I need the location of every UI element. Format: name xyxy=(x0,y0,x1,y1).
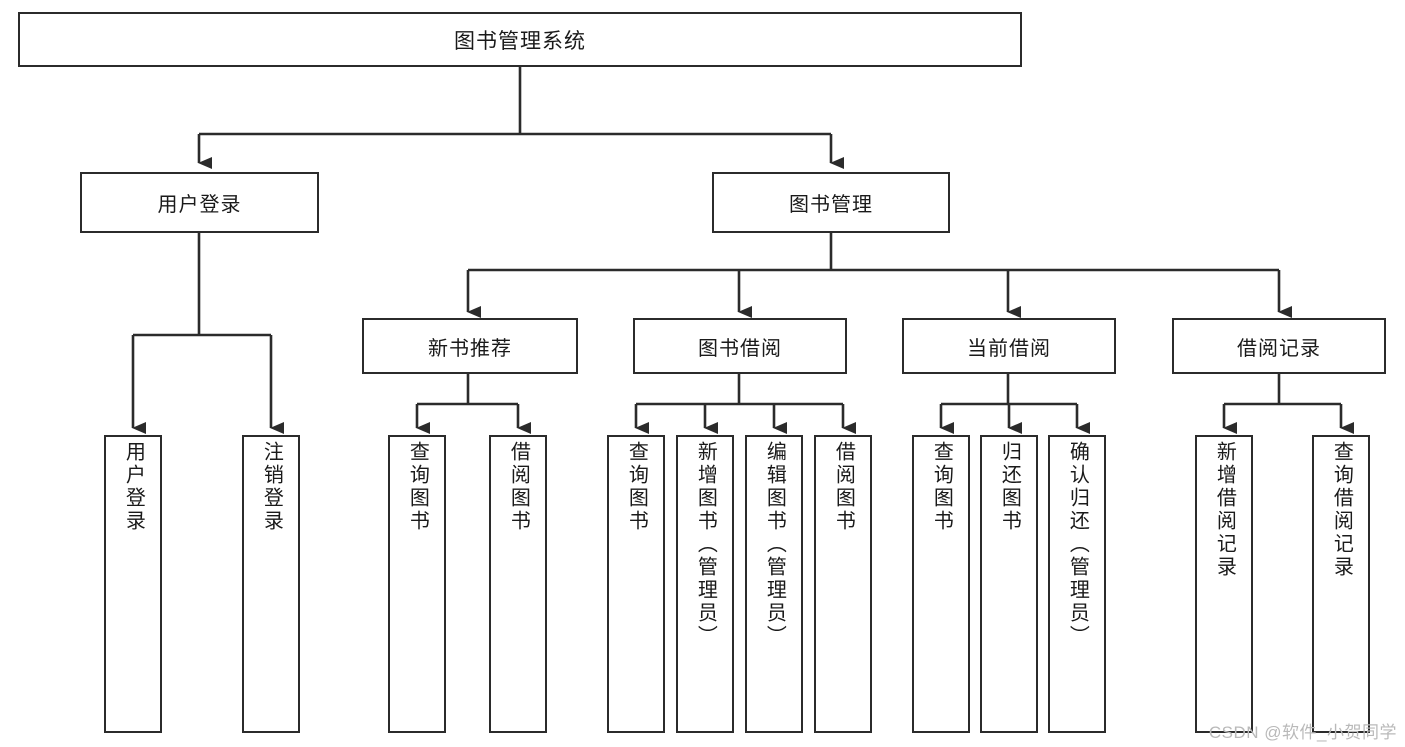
node-root-label: 图书管理系统 xyxy=(454,29,586,53)
leaf-confirm-return[interactable]: 确认归还（管理员） xyxy=(1048,435,1106,733)
leaf-query-book-2-label: 查询图书 xyxy=(625,441,648,533)
leaf-user-login-label: 用户登录 xyxy=(122,441,145,533)
leaf-borrow-book-1-label: 借阅图书 xyxy=(507,441,530,533)
node-book-manage-label: 图书管理 xyxy=(789,194,873,216)
node-borrow-record[interactable]: 借阅记录 xyxy=(1172,318,1386,374)
node-user-login[interactable]: 用户登录 xyxy=(80,172,319,233)
leaf-borrow-book-1[interactable]: 借阅图书 xyxy=(489,435,547,733)
leaf-confirm-return-label: 确认归还（管理员） xyxy=(1066,441,1089,648)
leaf-add-record-label: 新增借阅记录 xyxy=(1213,441,1236,579)
leaf-query-book-1[interactable]: 查询图书 xyxy=(388,435,446,733)
csdn-watermark: CSDN @软件_小贺同学 xyxy=(1208,723,1397,742)
leaf-return-book[interactable]: 归还图书 xyxy=(980,435,1038,733)
leaf-query-book-3-label: 查询图书 xyxy=(930,441,953,533)
leaf-query-book-3[interactable]: 查询图书 xyxy=(912,435,970,733)
node-root-system[interactable]: 图书管理系统 xyxy=(18,12,1022,67)
leaf-borrow-book-2-label: 借阅图书 xyxy=(832,441,855,533)
leaf-user-logout[interactable]: 注销登录 xyxy=(242,435,300,733)
leaf-user-logout-label: 注销登录 xyxy=(260,441,283,533)
node-book-borrow[interactable]: 图书借阅 xyxy=(633,318,847,374)
leaf-query-book-2[interactable]: 查询图书 xyxy=(607,435,665,733)
leaf-user-login[interactable]: 用户登录 xyxy=(104,435,162,733)
node-new-book-recommend-label: 新书推荐 xyxy=(428,337,512,360)
leaf-add-record[interactable]: 新增借阅记录 xyxy=(1195,435,1253,733)
node-book-borrow-label: 图书借阅 xyxy=(698,337,782,360)
node-current-borrow[interactable]: 当前借阅 xyxy=(902,318,1116,374)
leaf-add-book-label: 新增图书（管理员） xyxy=(694,441,717,648)
leaf-query-record-label: 查询借阅记录 xyxy=(1330,441,1353,579)
leaf-return-book-label: 归还图书 xyxy=(998,441,1021,533)
node-user-login-label: 用户登录 xyxy=(157,194,242,216)
leaf-query-record[interactable]: 查询借阅记录 xyxy=(1312,435,1370,733)
node-borrow-record-label: 借阅记录 xyxy=(1237,337,1321,360)
leaf-query-book-1-label: 查询图书 xyxy=(406,441,429,533)
node-current-borrow-label: 当前借阅 xyxy=(967,337,1051,360)
leaf-edit-book[interactable]: 编辑图书（管理员） xyxy=(745,435,803,733)
leaf-edit-book-label: 编辑图书（管理员） xyxy=(763,441,786,648)
leaf-borrow-book-2[interactable]: 借阅图书 xyxy=(814,435,872,733)
node-new-book-recommend[interactable]: 新书推荐 xyxy=(362,318,578,374)
leaf-add-book[interactable]: 新增图书（管理员） xyxy=(676,435,734,733)
node-book-manage[interactable]: 图书管理 xyxy=(712,172,950,233)
